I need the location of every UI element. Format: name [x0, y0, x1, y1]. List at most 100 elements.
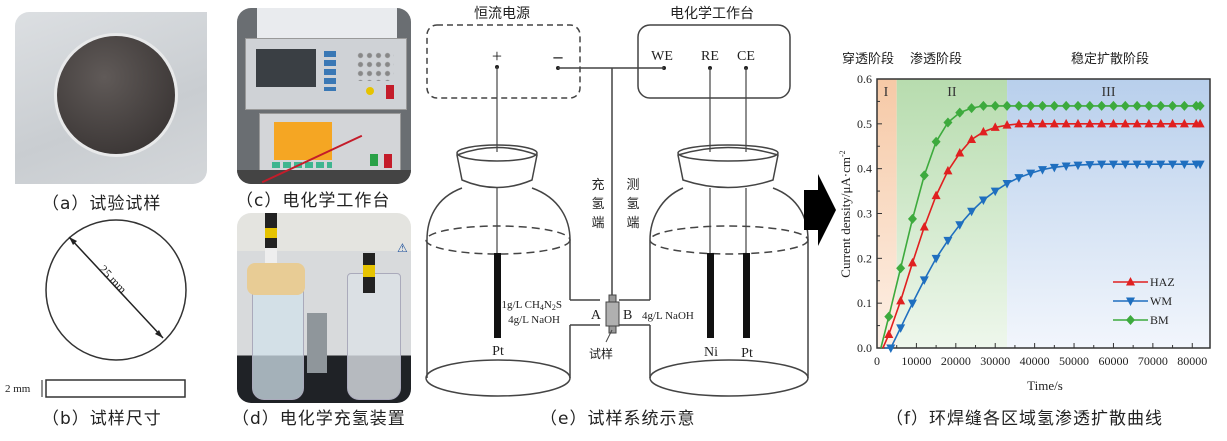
sample-label: 试样 — [589, 346, 613, 361]
series-HAZ-point — [1179, 118, 1189, 128]
workstation-box — [637, 24, 791, 99]
y-axis-label: Current density/μA·cm-2 — [838, 150, 853, 277]
legend-BM-label: BM — [1150, 313, 1169, 327]
series-BM-point — [1195, 100, 1205, 111]
left-probe — [265, 213, 277, 263]
caption-e: （e）试样系统示意 — [540, 409, 696, 429]
series-WM-point — [1144, 160, 1154, 170]
series-HAZ-point — [1144, 118, 1154, 128]
series-WM-point — [1073, 161, 1083, 171]
series-BM-point — [1179, 100, 1189, 111]
series-HAZ-point — [1002, 120, 1012, 129]
series-HAZ-point — [1049, 118, 1059, 128]
series-WM-point — [886, 344, 896, 353]
rubber-stopper — [247, 263, 305, 295]
ni-label: Ni — [704, 345, 718, 360]
series-HAZ-point — [919, 221, 929, 231]
series-HAZ-point — [1120, 118, 1130, 128]
series-WM-point — [1195, 160, 1205, 170]
series-WM-point — [1132, 160, 1142, 170]
x-tick-label: 40000 — [1020, 354, 1050, 368]
series-HAZ-point — [1061, 118, 1071, 128]
ce-label: CE — [737, 49, 755, 64]
plus-terminal-label: + — [492, 46, 502, 66]
series-BM-point — [1156, 100, 1166, 111]
power-supply-unit — [259, 113, 401, 175]
detection-side-label-1: 测 — [626, 178, 639, 193]
y-tick-label: 0.5 — [857, 117, 872, 131]
series-BM-point — [1049, 100, 1059, 111]
series-WM-point — [943, 236, 953, 246]
series-WM-point — [1085, 161, 1095, 170]
arrow-head-top — [69, 237, 77, 245]
thickness-label: 2 mm — [5, 383, 31, 395]
series-BM-point — [1002, 100, 1012, 111]
re-label: RE — [701, 49, 719, 64]
series-HAZ-point — [1038, 118, 1048, 128]
series-HAZ-point — [1168, 118, 1178, 128]
left-solution-line2: 4g/L NaOH — [508, 314, 560, 326]
series-HAZ-point — [1156, 118, 1166, 128]
caption-f: （f）环焊缝各区域氢渗透扩散曲线 — [886, 409, 1163, 429]
series-HAZ-point — [1195, 118, 1205, 128]
arrow-head-bottom — [155, 330, 163, 338]
y-tick-label: 0.4 — [857, 162, 872, 176]
flow-arrow-icon — [804, 174, 836, 246]
series-HAZ-point — [1097, 118, 1107, 128]
series-WM-point — [1002, 179, 1012, 189]
series-HAZ-point — [1132, 118, 1142, 128]
series-HAZ-point — [1026, 118, 1036, 128]
legend-HAZ-marker — [1126, 277, 1135, 286]
y-tick-label: 0.6 — [857, 72, 872, 86]
x-tick-label: 80000 — [1177, 354, 1207, 368]
series-BM-point — [1073, 100, 1083, 111]
series-WM-point — [931, 254, 941, 264]
series-HAZ-point — [943, 165, 953, 175]
side-a-label: A — [591, 308, 602, 323]
x-tick-label: 0 — [874, 354, 880, 368]
system-schematic: 恒流电源 + – 电化学工作台 WE RE CE Pt 1g/L CH4N2S … — [425, 6, 809, 397]
series-HAZ — [882, 118, 1205, 349]
charging-side-label-2: 氢 — [591, 197, 604, 212]
series-HAZ-point — [1073, 118, 1083, 128]
series-BM-point — [1014, 100, 1024, 111]
series-WM-point — [978, 196, 988, 206]
series-WM-point — [990, 187, 1000, 197]
series-WM — [884, 160, 1205, 353]
caption-b: （b）试样尺寸 — [42, 409, 162, 429]
minus-terminal-label: – — [553, 46, 564, 66]
x-tick-label: 20000 — [941, 354, 971, 368]
caption-c: （c）电化学工作台 — [236, 191, 391, 211]
warning-sign: ⚠ — [397, 241, 408, 255]
series-WM-point — [1156, 160, 1166, 170]
right-probe — [363, 253, 375, 293]
series-BM-point — [884, 311, 894, 322]
region-III-numeral: III — [1102, 85, 1116, 100]
series-BM-point — [1026, 100, 1036, 111]
steel-disc — [57, 36, 175, 154]
workstation-label: 电化学工作台 — [670, 6, 754, 22]
legend-BM-marker — [1126, 315, 1135, 325]
series-WM-point — [1026, 169, 1036, 179]
series-BM-point — [955, 107, 965, 118]
series-BM-point — [919, 170, 929, 181]
series-WM-point — [1038, 166, 1048, 175]
region-II-title: 渗透阶段 — [910, 52, 962, 67]
series-WM-point — [1120, 160, 1130, 170]
clamp-stand — [307, 313, 327, 373]
y-tick-label: 0.2 — [857, 251, 872, 265]
series-BM-point — [1120, 100, 1130, 111]
series-BM-point — [907, 213, 917, 224]
ni-electrode — [707, 253, 714, 338]
series-HAZ-point — [990, 122, 1000, 131]
series-BM-point — [978, 100, 988, 111]
series-BM-point — [896, 263, 906, 274]
region-II-numeral: II — [947, 85, 957, 100]
region-I-title: 穿透阶段 — [842, 51, 894, 67]
series-HAZ-point — [896, 295, 906, 305]
detection-cell — [619, 144, 809, 397]
series-WM-point — [1108, 160, 1118, 170]
caption-a: （a）试验试样 — [42, 194, 162, 214]
power-source-box — [426, 24, 581, 99]
